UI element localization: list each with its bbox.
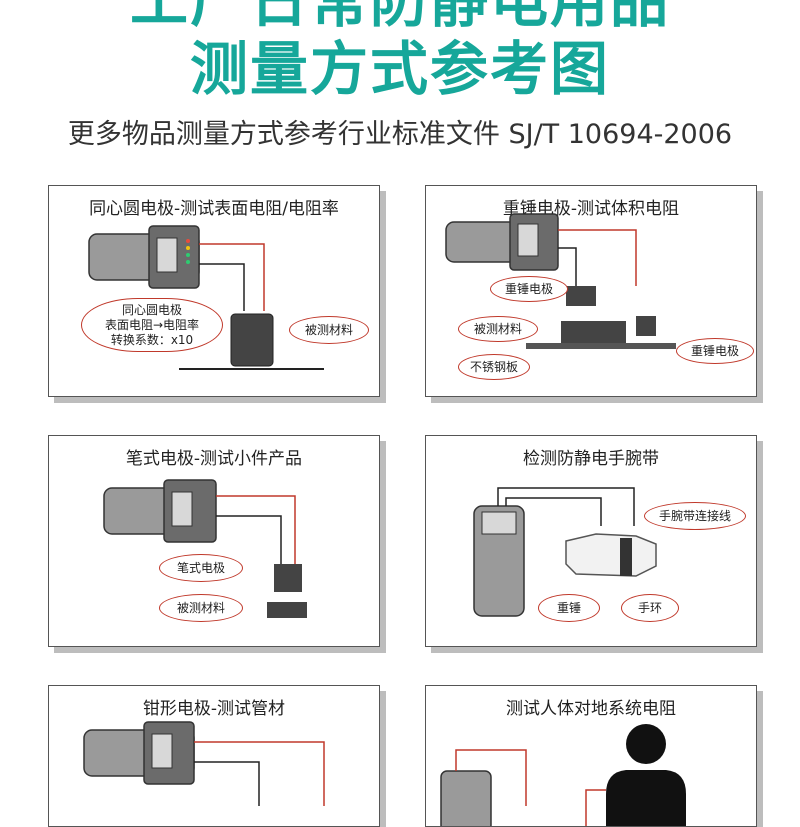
panel-concentric-electrode: 同心圆电极-测试表面电阻/电阻率 同心圆电极 表面电阻→电阻率 转换系数：x10… [48,185,380,397]
meter-diagram-clamp [83,721,325,806]
panel-title: 钳形电极-测试管材 [142,699,286,719]
meter-icon [103,479,217,543]
callout-ring: 手环 [621,594,679,622]
panel-body-ground: 测试人体对地系统电阻 [425,685,757,827]
panel-hammer-electrode: 重锤电极-测试体积电阻 重锤电极 被测材料 不锈钢板 重锤电极 [425,185,757,397]
meter-icon [440,770,492,826]
main-title-line1: 工厂日常防静电用品 [129,0,670,35]
note-line: 同心圆电极 [121,302,182,317]
note-line: 表面电阻→电阻率 [104,317,200,332]
meter-diagram-hammer [445,213,676,349]
callout-pen: 笔式电极 [159,554,243,582]
callout-electrode-note: 同心圆电极 表面电阻→电阻率 转换系数：x10 [81,298,223,352]
main-title-line2: 测量方式参考图 [189,35,610,103]
panel-wrist-strap: 检测防静电手腕带 手腕带连接线 重锤 手环 [425,435,757,647]
note-line: 转换系数：x10 [110,332,194,347]
panel-title: 同心圆电极-测试表面电阻/电阻率 [89,199,339,219]
callout-material: 被测材料 [289,316,369,344]
person-icon [606,724,686,826]
concentric-electrode-icon [230,313,274,367]
panel-pen-electrode: 笔式电极-测试小件产品 笔式电极 被测材料 [48,435,380,647]
meter-icon [83,721,195,785]
callout-material: 被测材料 [458,316,538,342]
panel-title: 笔式电极-测试小件产品 [125,449,303,469]
subtitle: 更多物品测量方式参考行业标准文件 SJ/T 10694-2006 [67,119,733,150]
meter-icon [445,213,559,271]
callout-wire: 手腕带连接线 [644,502,746,530]
meter-icon [88,225,200,289]
meter-diagram-concentric [88,225,324,370]
panel-title: 检测防静电手腕带 [523,449,659,469]
panel-clamp-electrode: 钳形电极-测试管材 [48,685,380,827]
meter-diagram-pen [103,479,307,618]
panel-title: 测试人体对地系统电阻 [506,699,676,719]
meter-diagram-wrist [473,487,657,617]
callout-plate: 不锈钢板 [458,354,530,380]
meter-icon [473,505,525,617]
callout-weight: 重锤 [538,594,600,622]
meter-diagram-body [440,724,686,826]
callout-hammer-right: 重锤电极 [676,338,754,364]
callout-material: 被测材料 [159,594,243,622]
callout-hammer-top: 重锤电极 [490,276,568,302]
hand-icon [565,533,657,577]
